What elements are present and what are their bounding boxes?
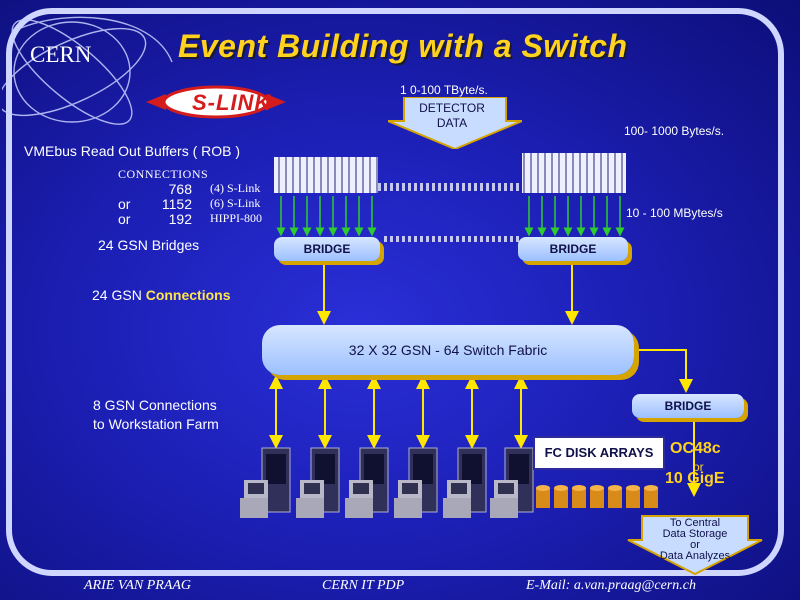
s-link-logo: S-LINK: [146, 84, 286, 120]
gsn-connections-prefix: 24 GSN: [92, 287, 146, 303]
row-prefix: or: [118, 196, 131, 212]
rob-cable-top: [378, 183, 522, 191]
rob-rack-right: [522, 153, 626, 193]
detector-label-line2: DATA: [436, 116, 468, 130]
workstation-4: [394, 447, 438, 518]
bridge-left: BRIDGE: [274, 237, 380, 261]
central-storage-label: To Central Data Storage or Data Analyzes: [642, 518, 748, 562]
connections-row: or 192 HIPPI-800: [118, 211, 278, 227]
row-prefix: or: [118, 211, 131, 227]
workstation-5: [443, 447, 487, 518]
gsn-connections-word: Connections: [145, 287, 231, 303]
connections-table: 768 (4) S-Link or 1152 (6) S-Link or 192…: [118, 181, 278, 227]
workstation-line1: 8 GSN Connections: [93, 397, 217, 413]
rate-bytes: 100- 1000 Bytes/s.: [624, 124, 725, 138]
slide-title: Event Building with a Switch: [178, 28, 628, 64]
workstation-farm: [240, 447, 534, 518]
rate-mbytes: 10 - 100 MBytes/s: [626, 206, 723, 220]
bridge-cable: [382, 236, 522, 242]
workstation-farm-label: 8 GSN Connections to Workstation Farm: [93, 396, 219, 434]
rob-rack-left: [274, 157, 378, 193]
cern-logo-text: CERN: [30, 42, 92, 67]
fc-disk-arrays-label: FC DISK ARRAYS: [533, 436, 665, 470]
row-desc: HIPPI-800: [210, 211, 263, 225]
row-desc: (4) S-Link: [210, 181, 261, 195]
gsn-bridges-label: 24 GSN Bridges: [98, 237, 200, 253]
oc48c-label: OC48c: [670, 440, 721, 457]
or-label: or: [693, 460, 704, 474]
row-count: 192: [168, 211, 192, 227]
connections-header: CONNECTIONS: [118, 167, 209, 181]
s-link-logo-text: S-LINK: [192, 90, 272, 115]
switch-fabric: 32 X 32 GSN - 64 Switch Fabric: [262, 325, 634, 375]
gige-label: 10 GigE: [665, 470, 725, 487]
central-line4: Data Analyzes: [659, 550, 731, 562]
workstation-line2: to Workstation Farm: [93, 416, 219, 432]
workstation-1: [240, 447, 291, 518]
detector-arrow-icon: [388, 97, 522, 149]
green-arrows: [276, 196, 625, 237]
footer-department: CERN IT PDP: [322, 578, 405, 593]
workstation-2: [296, 447, 340, 518]
disk-array-icons: [536, 485, 658, 508]
connections-row: or 1152 (6) S-Link: [118, 196, 278, 212]
central-storage-arrow-icon: [627, 515, 763, 576]
workstation-6: [490, 447, 534, 518]
central-line3: or: [690, 539, 700, 551]
row-count: 768: [168, 181, 192, 197]
bridge-storage: BRIDGE: [632, 394, 744, 418]
detector-label-line1: DETECTOR: [419, 101, 485, 115]
connections-row: 768 (4) S-Link: [118, 181, 278, 197]
detector-rate: 1 0-100 TByte/s.: [400, 83, 488, 97]
row-count: 1152: [161, 196, 192, 212]
workstation-3: [345, 447, 389, 518]
slide-frame: [6, 8, 784, 576]
cern-logo: CERN: [2, 16, 173, 125]
row-desc: (6) S-Link: [210, 196, 261, 210]
footer-author: ARIE VAN PRAAG: [84, 578, 192, 593]
rob-label: VMEbus Read Out Buffers ( ROB ): [24, 143, 241, 159]
gsn-connections-label: 24 GSN Connections: [92, 287, 230, 303]
yellow-arrows: [269, 264, 701, 497]
central-line2: Data Storage: [662, 528, 728, 540]
footer-email: E-Mail: a.van.praag@cern.ch: [526, 578, 696, 593]
central-line1: To Central: [669, 517, 721, 529]
detector-data-label: DETECTOR DATA: [405, 101, 499, 131]
bridge-right: BRIDGE: [518, 237, 628, 261]
